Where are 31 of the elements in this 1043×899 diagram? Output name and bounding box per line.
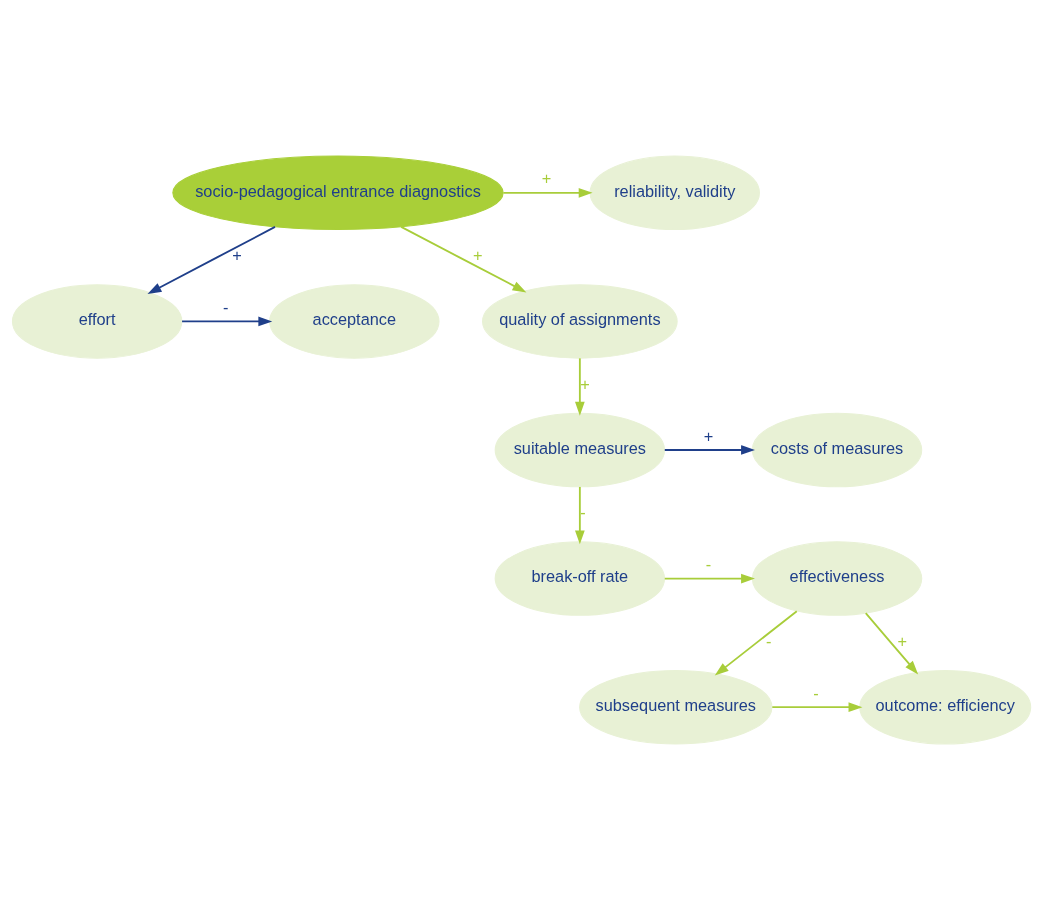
edge-label: +: [703, 426, 714, 445]
arrow: [714, 609, 798, 676]
node-ellipse: subsequent measures: [579, 669, 773, 744]
edge-label: +: [232, 245, 242, 264]
edge-label: -: [765, 631, 772, 650]
edge-label: -: [223, 297, 229, 316]
node-ellipse: socio-pedagogical entrance diagnostics: [172, 155, 504, 230]
node-ellipse: break-off rate: [494, 540, 666, 616]
arrow: [663, 573, 755, 583]
edge-label: +: [473, 245, 483, 264]
node-ellipse: suitable measures: [494, 412, 666, 487]
arrow: [575, 485, 585, 544]
arrow: [502, 187, 593, 198]
node-ellipse: acceptance: [269, 283, 440, 359]
arrow: [147, 225, 276, 294]
edge-label: +: [541, 168, 552, 187]
edge-label: -: [705, 554, 712, 573]
arrow: [663, 444, 755, 455]
arrow: [771, 701, 863, 712]
node-ellipse: outcome: efficiency: [859, 669, 1032, 744]
edge-label: +: [580, 374, 590, 393]
edge-label: +: [897, 631, 908, 650]
arrow: [575, 356, 585, 416]
arrow: [864, 611, 919, 675]
node-ellipse: costs of measures: [751, 412, 923, 487]
edge-label: -: [813, 683, 819, 702]
node-ellipse: reliability, validity: [589, 155, 760, 230]
edge-label: -: [580, 502, 586, 521]
node-ellipse: effectiveness: [751, 540, 923, 616]
arrow: [181, 316, 273, 326]
arrow: [400, 225, 527, 292]
